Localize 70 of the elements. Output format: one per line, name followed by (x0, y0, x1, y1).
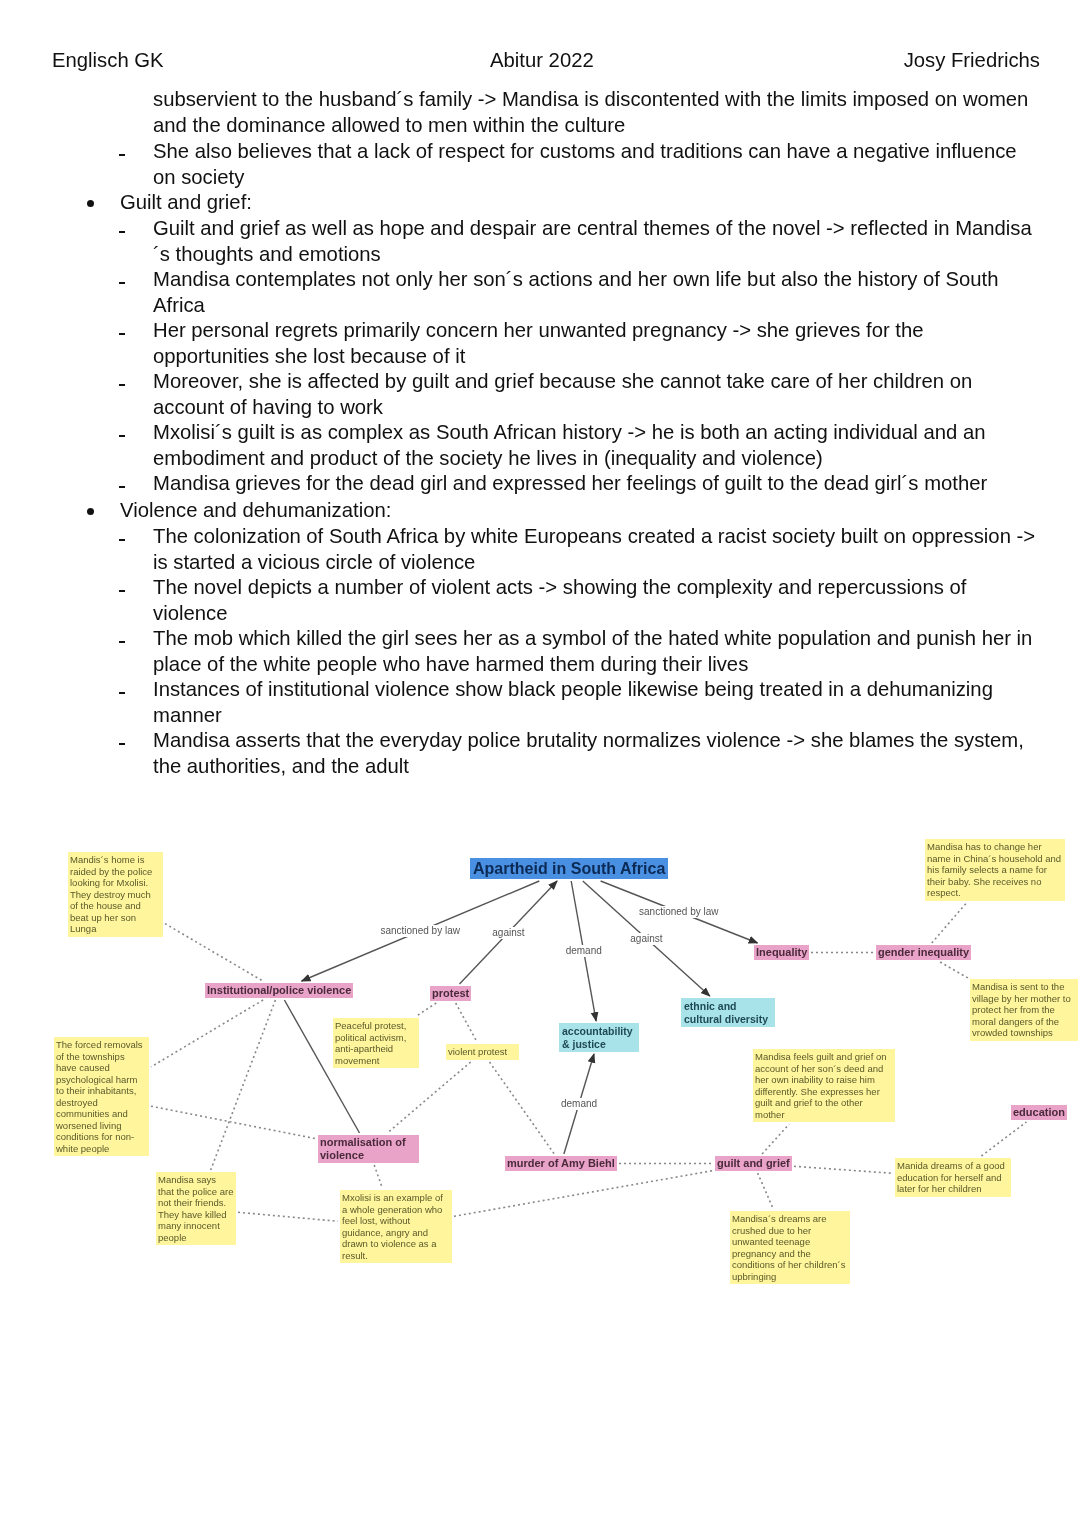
dashed-connector (761, 1123, 790, 1155)
arrow (563, 1053, 596, 1155)
bullet-text: Mandisa grieves for the dead girl and expressed her feelings of guilt to the dead girl´s mother (153, 471, 989, 496)
concept-box: ethnic and cultural diversity (681, 998, 775, 1027)
connector-line (283, 999, 361, 1134)
dashed-connector (939, 961, 969, 979)
sticky-note: Peaceful protest, political activism, anti-apartheid movement (333, 1018, 419, 1068)
arrow (300, 880, 540, 982)
header-text: Josy Friedrichs (902, 48, 1040, 73)
concept-box: protest (430, 986, 472, 1001)
sticky-note: Mxolisi is an example of a whole generation who feel lost, without guidance, angry and drawn to violence as a result. (340, 1190, 452, 1263)
concept-box: Institutional/police violence (205, 983, 354, 998)
section-heading: Guilt and grief: (120, 190, 253, 215)
dashed-connector (373, 1164, 384, 1189)
concept-box: accountability & justice (559, 1023, 639, 1052)
concept-box: gender inequality (876, 945, 972, 960)
dashed-connector (488, 1061, 556, 1155)
edge-label: against (629, 932, 664, 945)
bullet-text: Guilt and grief as well as hope and despair are central themes of the novel -> reflected in Mandisa´s thoughts and emotions (153, 216, 1033, 267)
edge-label: against (491, 926, 526, 939)
sticky-note: violent protest (446, 1044, 519, 1060)
sticky-note: Mandis´s home is raided by the police looking for Mxolisi. They destroy much of the house and beat up her son Lunga (68, 852, 163, 937)
sticky-note: Mandisa is sent to the village by her mother to protect her from the moral dangers of the vrowded townships (970, 979, 1078, 1041)
concept-box: murder of Amy Biehl (505, 1156, 617, 1171)
bullet-text: Mandisa contemplates not only her son´s actions and her own life but also the history of South Africa (153, 267, 1000, 318)
topic-box: Apartheid in South Africa (470, 858, 669, 879)
concept-box: Inequality (754, 945, 810, 960)
sticky-note: The forced removals of the townships have caused psychological harm to their inhabitants, destroyed communities and worsened living conditions for non-white people (54, 1037, 149, 1156)
bullet-text: Mxolisi´s guilt is as complex as South African history -> he is both an acting individual and an embodiment and product of the society he lives in (inequality and violence) (153, 420, 987, 471)
edge-label: sanctioned by law (379, 925, 461, 937)
header-text: Abitur 2022 (490, 48, 595, 73)
arrow (570, 880, 599, 1022)
concept-box: guilt and grief (715, 1156, 792, 1171)
edge-label: demand (564, 945, 603, 957)
dashed-connector (810, 951, 875, 954)
header-text: Englisch GK (52, 48, 165, 73)
dashed-connector (164, 922, 264, 982)
arrow (582, 880, 711, 997)
concept-box: normalisation of violence (318, 1135, 419, 1163)
dashed-connector (150, 1105, 317, 1140)
dashed-connector (793, 1165, 894, 1175)
sticky-note: Mandisa says that the police are not their friends. They have killed many innocent people (156, 1172, 236, 1245)
dashed-connector (150, 999, 264, 1068)
arrow (458, 880, 558, 985)
edge-label: sanctioned by law (638, 906, 720, 918)
dashed-connector (454, 1002, 478, 1043)
sticky-note: Mandisa´s dreams are crushed due to her unwanted teenage pregnancy and the conditions of her children´s upbringing (730, 1211, 850, 1284)
bullet-text: The colonization of South Africa by white Europeans created a racist society built on oppression -> is started a vicious circle of violence (153, 524, 1037, 575)
dashed-connector (386, 1061, 472, 1134)
dashed-connector (618, 1162, 714, 1165)
dashed-connector (930, 902, 968, 944)
dashed-connector (453, 1169, 714, 1218)
bullet-text: Mandisa asserts that the everyday police brutality normalizes violence -> she blames the system, the authorities, and the adult (153, 728, 1025, 779)
dashed-connector (756, 1172, 775, 1210)
concept-box: education (1011, 1105, 1067, 1120)
bullet-text: subservient to the husband´s family -> Mandisa is discontented with the limits imposed on women and the dominance allowed to men within the culture (153, 87, 1030, 138)
sticky-note: Mandisa has to change her name in China´s household and his family selects a name for their baby. She receives no respect. (925, 839, 1065, 901)
bullet-text: Moreover, she is affected by guilt and grief because she cannot take care of her children on account of having to work (153, 369, 974, 420)
bullet-text: Instances of institutional violence show black people likewise being treated in a dehumanizing manner (153, 677, 994, 728)
bullet-text: The mob which killed the girl sees her as a symbol of the hated white population and punish her in place of the white people who have harmed them during their lives (153, 626, 1034, 677)
section-heading: Violence and dehumanization: (120, 498, 393, 523)
dashed-connector (980, 1121, 1028, 1157)
bullet-text: The novel depicts a number of violent acts -> showing the complexity and repercussions of violence (153, 575, 968, 626)
sticky-note: Manida dreams of a good education for herself and later for her children (895, 1158, 1011, 1197)
sticky-note: Mandisa feels guilt and grief on account of her son´s deed and her own inability to raise him differently. She expresses her guilt and grief to the other mother (753, 1049, 895, 1122)
edge-label: demand (559, 1098, 599, 1110)
bullet-text: Her personal regrets primarily concern her unwanted pregnancy -> she grieves for the opportunities she lost because of it (153, 318, 925, 369)
dashed-connector (209, 999, 277, 1171)
bullet-text: She also believes that a lack of respect for customs and traditions can have a negative influence on society (153, 139, 1018, 190)
dashed-connector (415, 1002, 437, 1017)
